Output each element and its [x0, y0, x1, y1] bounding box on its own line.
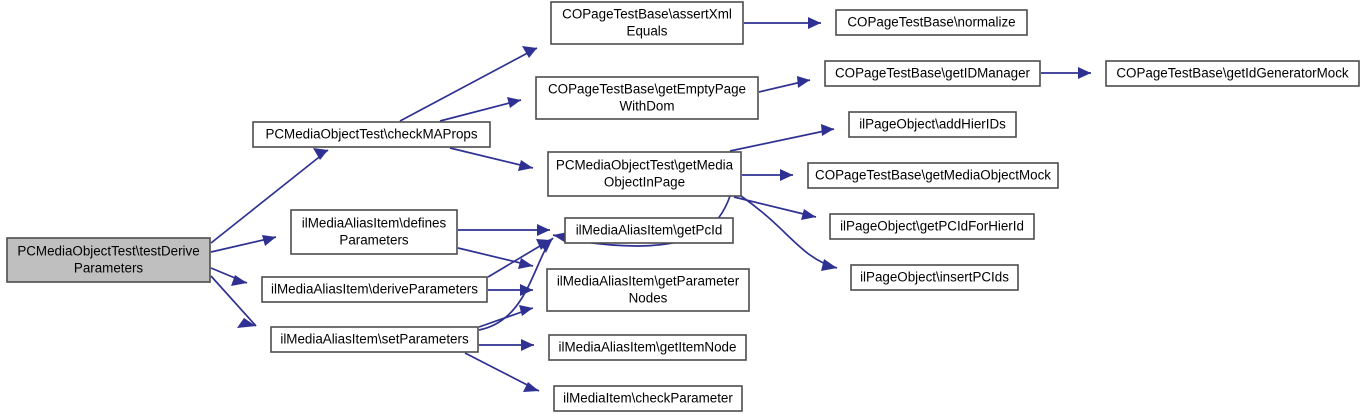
- node-box[interactable]: [564, 217, 734, 244]
- node-box[interactable]: [824, 60, 1041, 87]
- arrowhead-icon: [262, 235, 276, 246]
- node-box[interactable]: [261, 276, 488, 303]
- node-box[interactable]: [553, 385, 743, 412]
- graph-node-addHierIDs[interactable]: ilPageObject\addHierIDs: [848, 111, 1017, 138]
- edge-checkMAProps-to-getMediaObjectInPage: [449, 147, 534, 169]
- node-label: COPageTestBase\getIDManager: [835, 65, 1031, 80]
- graph-node-getMediaObjectMock[interactable]: COPageTestBase\getMediaObjectMock: [807, 162, 1059, 189]
- edge-checkMAProps-to-getEmptyPageWithDom: [439, 99, 522, 122]
- arrowhead-icon: [507, 97, 521, 108]
- arrowhead-icon: [808, 17, 821, 29]
- node-label: COPageTestBase\getMediaObjectMock: [815, 167, 1051, 182]
- graph-node-getPCIdForHierId[interactable]: ilPageObject\getPCIdForHierId: [829, 213, 1035, 240]
- node-box[interactable]: [550, 1, 744, 45]
- node-label: COPageTestBase\getIdGeneratorMock: [1116, 65, 1349, 80]
- node-label: ilPageObject\insertPCIds: [860, 269, 1009, 284]
- edge-setParameters-to-getPcId: [478, 237, 554, 331]
- node-box[interactable]: [548, 334, 747, 361]
- arrowhead-icon: [518, 160, 533, 171]
- arrowhead-icon: [522, 46, 537, 58]
- graph-node-getIDManager[interactable]: COPageTestBase\getIDManager: [824, 60, 1041, 87]
- edge-testDeriveParameters-to-checkMAProps: [210, 149, 329, 244]
- edge-checkMAProps-to-assertXmlEquals: [399, 47, 538, 122]
- graph-node-getPcId[interactable]: ilMediaAliasItem\getPcId: [564, 217, 734, 244]
- node-label: ilMediaAliasItem\setParameters: [280, 331, 469, 346]
- arrowhead-icon: [801, 209, 816, 220]
- node-label: COPageTestBase\normalize: [847, 14, 1015, 29]
- node-label: ilPageObject\getPCIdForHierId: [840, 218, 1024, 233]
- graph-node-checkParameter[interactable]: ilMediaItem\checkParameter: [553, 385, 743, 412]
- arrowhead-icon: [521, 339, 534, 351]
- graph-node-getIdGeneratorMock[interactable]: COPageTestBase\getIdGeneratorMock: [1105, 60, 1360, 87]
- node-box[interactable]: [6, 237, 211, 283]
- arrowhead-icon: [821, 124, 834, 136]
- node-box[interactable]: [850, 264, 1019, 291]
- graph-node-checkMAProps[interactable]: PCMediaObjectTest\checkMAProps: [252, 121, 491, 148]
- node-box[interactable]: [835, 9, 1028, 36]
- node-box[interactable]: [546, 268, 750, 312]
- node-box[interactable]: [829, 213, 1035, 240]
- arrowhead-icon: [231, 275, 247, 286]
- edge-getMediaObjectInPage-to-insertPCIds: [740, 195, 838, 269]
- arrowhead-icon: [537, 224, 550, 236]
- node-box[interactable]: [547, 151, 742, 197]
- node-box[interactable]: [1105, 60, 1360, 87]
- arrowhead-icon: [821, 259, 837, 271]
- arrowhead-icon: [237, 318, 256, 328]
- graph-node-getItemNode[interactable]: ilMediaAliasItem\getItemNode: [548, 334, 747, 361]
- graph-node-setParameters[interactable]: ilMediaAliasItem\setParameters: [270, 326, 479, 353]
- graph-node-insertPCIds[interactable]: ilPageObject\insertPCIds: [850, 264, 1019, 291]
- arrowhead-icon: [797, 76, 810, 88]
- arrowhead-icon: [519, 305, 533, 316]
- arrowhead-icon: [313, 148, 328, 160]
- arrowhead-icon: [780, 169, 793, 181]
- node-label: ilMediaItem\checkParameter: [563, 390, 733, 405]
- node-box[interactable]: [290, 209, 458, 255]
- node-label: ilMediaAliasItem\getPcId: [576, 222, 723, 237]
- node-label: PCMediaObjectTest\checkMAProps: [265, 126, 477, 141]
- node-box[interactable]: [807, 162, 1059, 189]
- edge-getMediaObjectInPage-to-addHierIDs: [729, 128, 835, 152]
- node-box[interactable]: [535, 76, 759, 120]
- node-label: ilPageObject\addHierIDs: [859, 116, 1006, 131]
- node-box[interactable]: [848, 111, 1017, 138]
- node-box[interactable]: [252, 121, 491, 148]
- node-label: ilMediaAliasItem\getItemNode: [559, 339, 737, 354]
- node-label: ilMediaAliasItem\deriveParameters: [271, 281, 478, 296]
- arrowhead-icon: [1078, 67, 1091, 79]
- edge-testDeriveParameters-to-setParameters: [210, 275, 257, 327]
- graph-node-normalize[interactable]: COPageTestBase\normalize: [835, 9, 1028, 36]
- arrowhead-icon: [518, 258, 533, 269]
- arrowhead-icon: [523, 382, 539, 392]
- node-box[interactable]: [270, 326, 479, 353]
- graph-node-deriveParameters[interactable]: ilMediaAliasItem\deriveParameters: [261, 276, 488, 303]
- arrowhead-icon: [540, 238, 553, 253]
